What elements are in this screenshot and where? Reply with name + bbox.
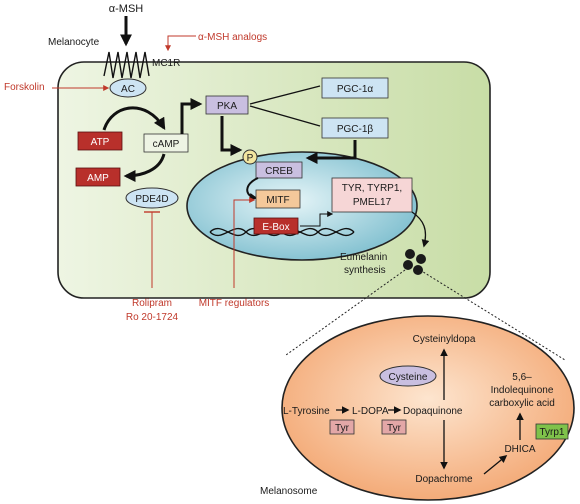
ebox-box [253,217,299,235]
pgc1a-label: PGC-1α [337,84,374,95]
tyr-enzyme-1 [329,419,355,435]
rolipram-line2: Ro 20-1724 [126,312,179,323]
dopachrome-label: Dopachrome [415,474,473,485]
camp-box [143,133,189,153]
melanosome-body [281,315,575,501]
mitf-box [255,189,301,209]
mc1r-receptor [103,51,150,79]
tyr-enzyme-1-label: Tyr [335,423,350,434]
eumelanin-line2: synthesis [344,265,386,276]
tyrp1-enzyme [535,423,569,440]
melanin-granule-2 [416,254,426,264]
dopaquinone-label: Dopaquinone [403,406,463,417]
mc1r-label: MC1R [152,58,180,69]
tyr-enzyme-2 [381,419,407,435]
amp-box [75,167,121,187]
forskolin-label: Forskolin [4,82,45,93]
ac-label: AC [121,84,135,95]
melanin-granule-3 [403,260,413,270]
amp-label: AMP [87,173,109,184]
indolequinone-line1: 5,6– [512,372,532,383]
dhica-label: DHICA [504,444,535,455]
cysteine-node [379,365,437,387]
dopachrome-to-dhica-arrow [483,455,508,475]
pgc1b-label: PGC-1β [337,124,374,135]
eumelanin-line1: Eumelanin [340,252,387,263]
indolequinone-line2: Indolequinone [491,385,554,396]
mitf-regulators-arrow [233,197,256,288]
melanocyte-label: Melanocyte [48,37,100,48]
pgc1b-box [321,117,389,139]
cysteinyldopa-label: Cysteinyldopa [413,334,476,345]
ebox-label: E-Box [262,222,289,233]
atp-label: ATP [91,137,110,148]
ac-node [109,78,147,98]
camp-label: cAMP [153,139,180,150]
pde4d-label: PDE4D [135,194,168,205]
pka-box [205,95,249,115]
camp-to-pka-arrow [180,98,203,134]
pka-to-pgc1a-line [249,85,321,105]
atp-box [77,131,123,151]
genes-to-melanin-arrow [411,211,430,248]
alpha-msh-label: α-MSH [109,3,144,15]
tyrp1-label: Tyrp1 [539,427,564,438]
pka-to-pgc1b-line [249,105,321,127]
rolipram-line1: Rolipram [132,298,172,309]
camp-to-amp-arrow [123,153,166,182]
pde4d-node [125,187,179,209]
target-genes-box [331,177,413,213]
l-tyrosine-label: L-Tyrosine [283,406,330,417]
ac-conversion-arrow [102,106,166,131]
tyr-enzyme-2-label: Tyr [387,423,402,434]
pgc1a-box [321,77,389,99]
zoom-line-right [419,269,566,361]
creb-label: CREB [265,166,293,177]
pka-label: PKA [217,101,237,112]
pka-to-phospho-arrow [220,116,243,156]
ebox-to-genes-arrow [300,211,334,227]
cysteine-label: Cysteine [389,372,428,383]
pgc1b-to-creb-arrow [305,140,357,164]
mitf-regulators-label: MITF regulators [199,298,270,309]
target-genes-line2: PMEL17 [353,197,392,208]
creb-box [255,161,303,179]
melanin-granule-4 [413,265,423,275]
mitf-label: MITF [266,195,289,206]
phospho-circle [242,149,258,165]
analogs-arrow [165,35,196,52]
target-genes-line1: TYR, TYRP1, [342,183,402,194]
alpha-msh-analogs-label: α-MSH analogs [198,32,267,43]
melanin-granule-1 [405,249,415,259]
melanosome-label: Melanosome [260,486,318,497]
zoom-line-left [285,269,406,356]
phospho-label: P [247,153,254,164]
l-dopa-label: L-DOPA [352,406,389,417]
indolequinone-line3: carboxylic acid [489,398,555,409]
